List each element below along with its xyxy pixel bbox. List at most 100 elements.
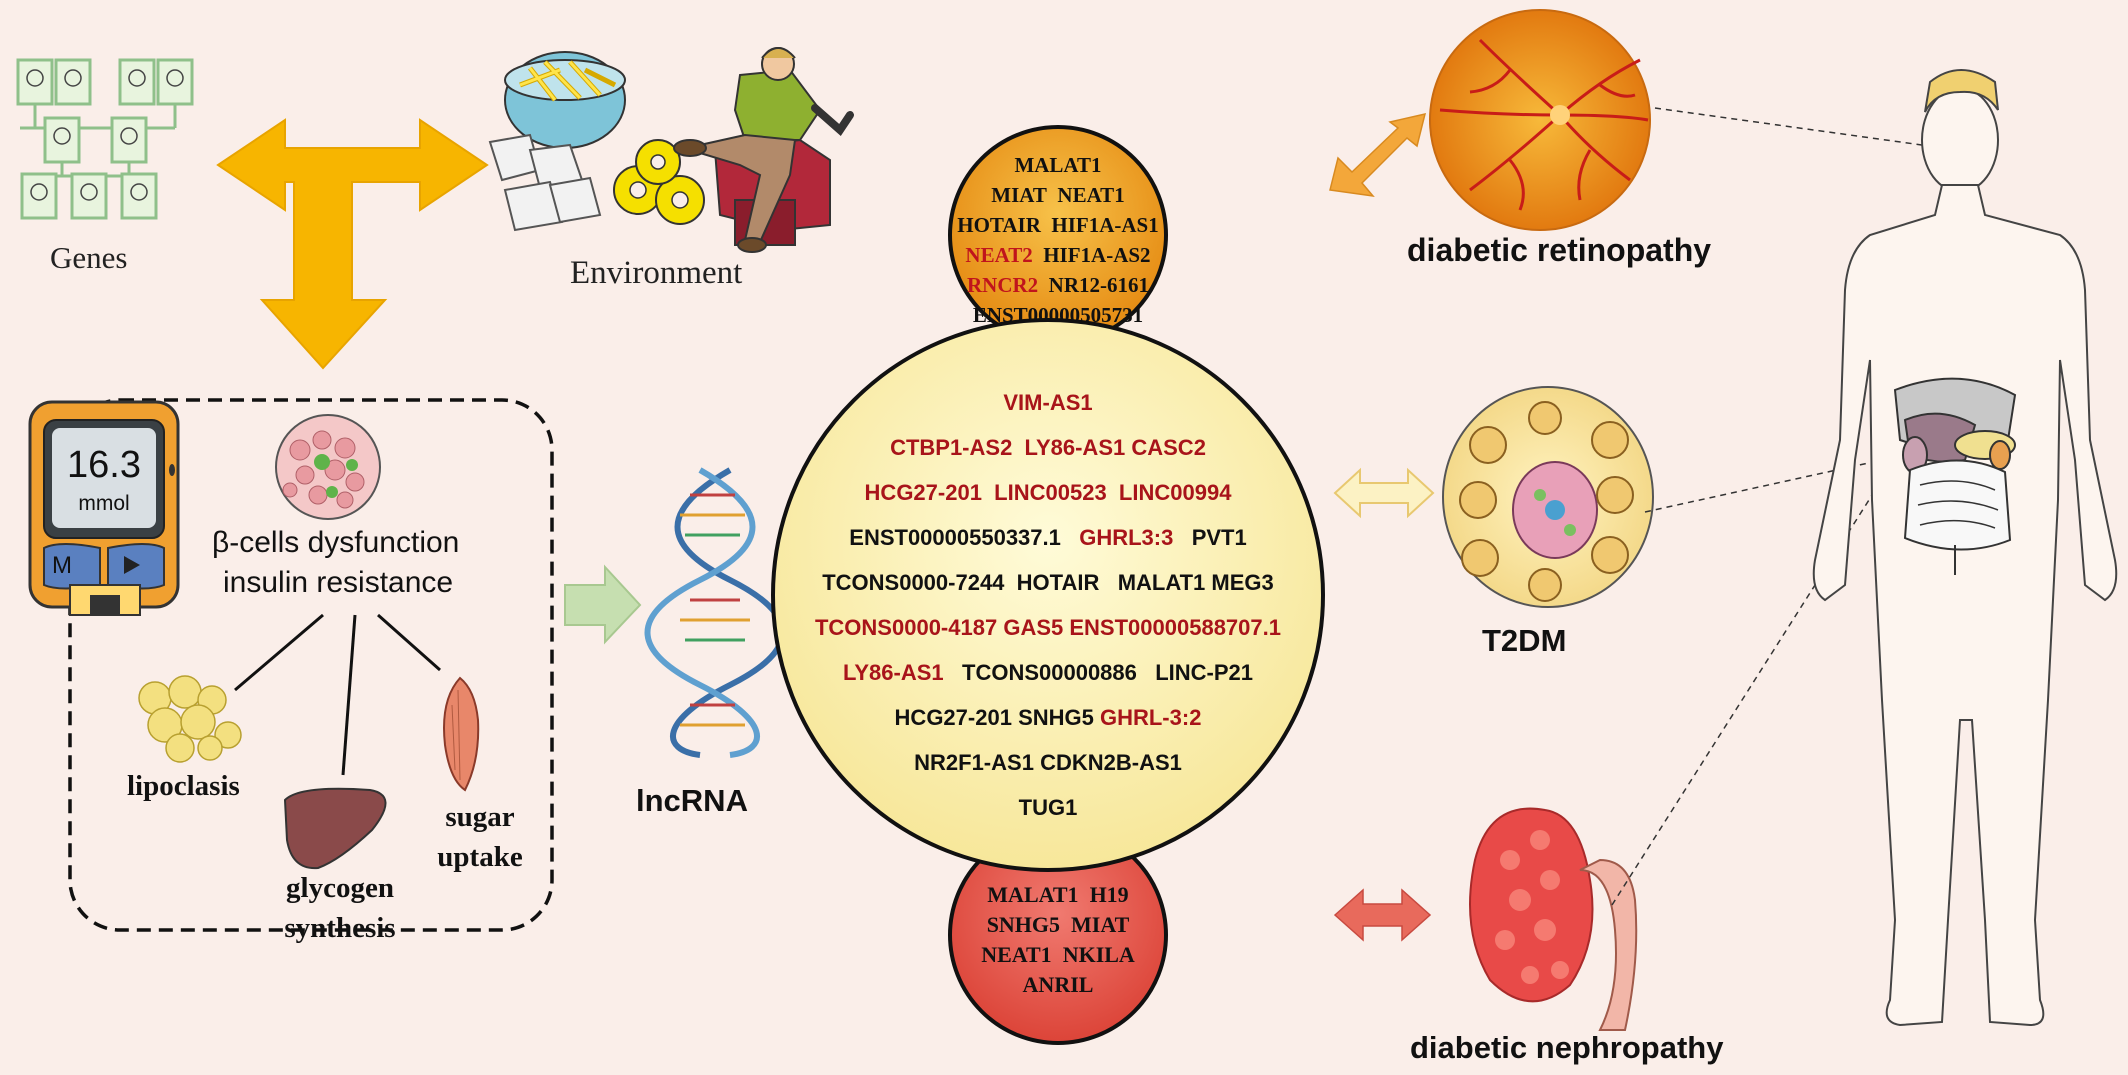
sugar-line2: uptake [437, 841, 523, 873]
t2dm-lncrna-list: VIM-AS1 CTBP1-AS2 LY86-AS1 CASC2 HCG27-2… [773, 380, 1323, 840]
glucose-meter-icon [28, 400, 180, 616]
nep-row3: NEAT1 NKILA [960, 940, 1156, 970]
retinopathy-label: diabetic retinopathy [1407, 232, 1712, 268]
t2dm-lncrna: HCG27-201 [894, 705, 1012, 730]
retinopathy-arrow [1329, 112, 1427, 198]
t2dm-row3: HCG27-201 LINC00523 LINC00994 [773, 470, 1323, 515]
ret-lncrna: MIAT [991, 183, 1047, 207]
glycogen-synthesis-label: glycogen synthesis [270, 868, 410, 948]
fat-cells-icon [138, 675, 242, 763]
t2dm-lncrna: PVT1 [1191, 525, 1247, 550]
t2dm-lncrna: ENST00000550337.1 [849, 525, 1061, 550]
nep-row2: SNHG5 MIAT [960, 910, 1156, 940]
ret-row6: ENST00000505731 [950, 300, 1166, 330]
sugar-line1: sugar [445, 801, 515, 833]
t2dm-lncrna: LINC-P21 [1155, 660, 1254, 685]
meter-unit: mmol [78, 492, 130, 515]
ret-row3: HOTAIR HIF1A-AS1 [950, 210, 1166, 240]
nep-lncrna: NEAT1 [981, 942, 1052, 967]
nep-lncrna: SNHG5 [986, 912, 1061, 937]
ret-row4: NEAT2 HIF1A-AS2 [950, 240, 1166, 270]
t2dm-lncrna: NR2F1-AS1 [914, 750, 1034, 775]
sugar-cubes-icon [488, 133, 602, 232]
glycogen-line2: synthesis [284, 912, 396, 944]
nep-lncrna: ANRIL [1022, 972, 1094, 997]
sugar-uptake-label: sugar uptake [425, 797, 535, 877]
dysfunction-line2: insulin resistance [223, 566, 454, 599]
dysfunction-line1: β-cells dysfunction [212, 526, 460, 559]
t2dm-lncrna: LINC00994 [1118, 480, 1232, 505]
ret-lncrna: NEAT1 [1057, 183, 1125, 207]
ret-row5: RNCR2 NR12-6161 [950, 270, 1166, 300]
nep-row4: ANRIL [960, 970, 1156, 1000]
t2dm-lncrna: LY86-AS1 [1024, 435, 1126, 460]
nep-lncrna: MALAT1 [987, 882, 1079, 907]
kidney-icon [1469, 807, 1638, 1031]
t2dm-lncrna: CDKN2B-AS1 [1040, 750, 1182, 775]
genes-label: Genes [50, 240, 128, 275]
t2dm-lncrna: SNHG5 [1018, 705, 1094, 730]
lncrna-helix-icon [644, 467, 786, 758]
t2dm-lncrna: HOTAIR [1016, 570, 1100, 595]
ret-lncrna: HOTAIR [957, 213, 1041, 237]
retinopathy-lncrna-list: MALAT1 MIAT NEAT1 HOTAIR HIF1A-AS1 NEAT2… [950, 150, 1166, 340]
retina-icon [1429, 9, 1651, 231]
t2dm-row1: VIM-AS1 [773, 380, 1323, 425]
muscle-icon [443, 676, 480, 792]
t2dm-lncrna: MEG3 [1211, 570, 1274, 595]
t2dm-arrow [1333, 467, 1435, 519]
t2dm-lncrna: VIM-AS1 [1003, 390, 1093, 415]
genes-pedigree-icon [16, 58, 194, 220]
lncrna-label: lncRNA [636, 783, 748, 818]
t2dm-row10: TUG1 [773, 785, 1323, 830]
gene-environment-arrow [216, 118, 489, 370]
food-bowl-icon [504, 51, 626, 149]
ret-lncrna: NEAT2 [965, 243, 1033, 267]
nep-row1: MALAT1 H19 [960, 880, 1156, 910]
ret-lncrna: MALAT1 [1014, 153, 1102, 177]
t2dm-lncrna: LINC00523 [994, 480, 1107, 505]
meter-m-button: M [52, 552, 72, 579]
t2dm-lncrna: TCONS0000-7244 [822, 570, 1005, 595]
ret-lncrna: NR12-6161 [1048, 273, 1149, 297]
internal-organs-icon [1893, 377, 2017, 575]
t2dm-label: T2DM [1482, 623, 1567, 658]
t2dm-row9: NR2F1-AS1 CDKN2B-AS1 [773, 740, 1323, 785]
t2dm-circle [771, 318, 1325, 872]
ret-lncrna: ENST00000505731 [972, 303, 1144, 327]
t2dm-lncrna: LY86-AS1 [842, 660, 944, 685]
t2dm-lncrna: CASC2 [1131, 435, 1206, 460]
t2dm-lncrna: ENST00000588707.1 [1069, 615, 1281, 640]
sedentary-person-icon [673, 47, 854, 253]
nephropathy-lncrna-list: MALAT1 H19 SNHG5 MIAT NEAT1 NKILA ANRIL [960, 880, 1156, 1010]
environment-label: Environment [570, 255, 743, 291]
branch-lines [234, 613, 441, 776]
nep-lncrna: MIAT [1071, 912, 1130, 937]
t2dm-lncrna: GHRL-3:2 [1099, 705, 1202, 730]
nep-lncrna: NKILA [1062, 942, 1135, 967]
t2dm-row8: HCG27-201 SNHG5 GHRL-3:2 [773, 695, 1323, 740]
lipoclasis-label: lipoclasis [127, 770, 240, 802]
ret-row2: MIAT NEAT1 [950, 180, 1166, 210]
to-lncrna-arrow [564, 564, 642, 645]
meter-value: 16.3 [67, 444, 141, 486]
ret-row1: MALAT1 [950, 150, 1166, 180]
ret-lncrna: HIF1A-AS2 [1043, 243, 1151, 267]
glycogen-line1: glycogen [286, 872, 394, 904]
t2dm-lncrna: TCONS0000-4187 [814, 615, 998, 640]
nephropathy-arrow [1333, 888, 1432, 942]
t2dm-row5: TCONS0000-7244 HOTAIR MALAT1 MEG3 [773, 560, 1323, 605]
t2dm-row4: ENST00000550337.1 GHRL3:3 PVT1 [773, 515, 1323, 560]
t2dm-row7: LY86-AS1 TCONS00000886 LINC-P21 [773, 650, 1323, 695]
human-body-icon [1812, 69, 2118, 1027]
t2dm-lncrna: TUG1 [1018, 795, 1078, 820]
t2dm-lncrna: TCONS00000886 [962, 660, 1137, 685]
beta-cell-islet-icon [275, 414, 381, 520]
ret-lncrna: RNCR2 [967, 273, 1039, 297]
ret-lncrna: HIF1A-AS1 [1051, 213, 1159, 237]
t2dm-row6: TCONS0000-4187 GAS5 ENST00000588707.1 [773, 605, 1323, 650]
liver-icon [283, 787, 387, 870]
t2dm-lncrna: GHRL3:3 [1079, 525, 1174, 550]
t2dm-lncrna: MALAT1 [1117, 570, 1206, 595]
